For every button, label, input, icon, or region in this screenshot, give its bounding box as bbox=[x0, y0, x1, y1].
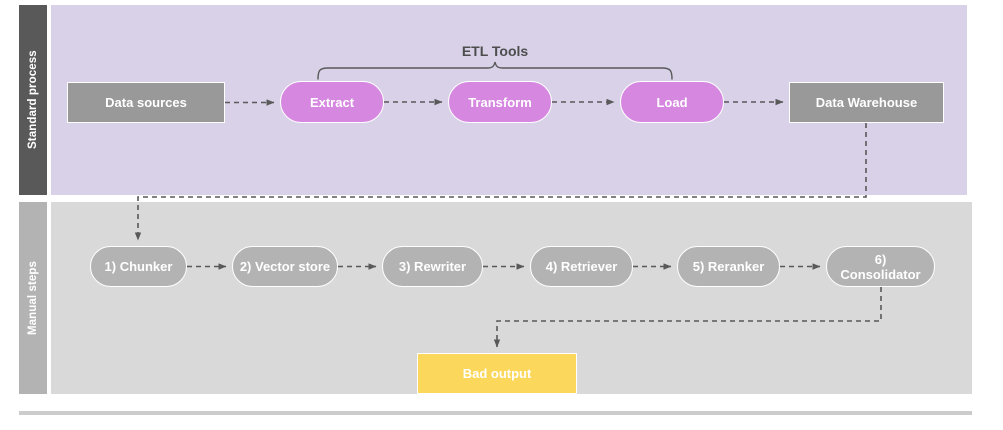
node-bad-output[interactable]: Bad output bbox=[417, 353, 577, 394]
node-chunker[interactable]: 1) Chunker bbox=[90, 246, 187, 287]
node-data-warehouse[interactable]: Data Warehouse bbox=[789, 82, 944, 123]
bottom-divider bbox=[19, 411, 972, 415]
lane-standard-process-label: Standard process bbox=[19, 5, 47, 195]
node-reranker[interactable]: 5) Reranker bbox=[677, 246, 780, 287]
node-transform[interactable]: Transform bbox=[448, 81, 552, 123]
node-data-sources[interactable]: Data sources bbox=[67, 82, 225, 123]
node-consolidator[interactable]: 6) Consolidator bbox=[826, 246, 935, 287]
node-load[interactable]: Load bbox=[620, 81, 724, 123]
node-rewriter[interactable]: 3) Rewriter bbox=[382, 246, 483, 287]
node-extract[interactable]: Extract bbox=[280, 81, 384, 123]
lane-manual-steps-label: Manual steps bbox=[19, 202, 47, 394]
etl-tools-label: ETL Tools bbox=[461, 43, 529, 59]
node-vector-store[interactable]: 2) Vector store bbox=[232, 246, 338, 287]
node-retriever[interactable]: 4) Retriever bbox=[530, 246, 633, 287]
